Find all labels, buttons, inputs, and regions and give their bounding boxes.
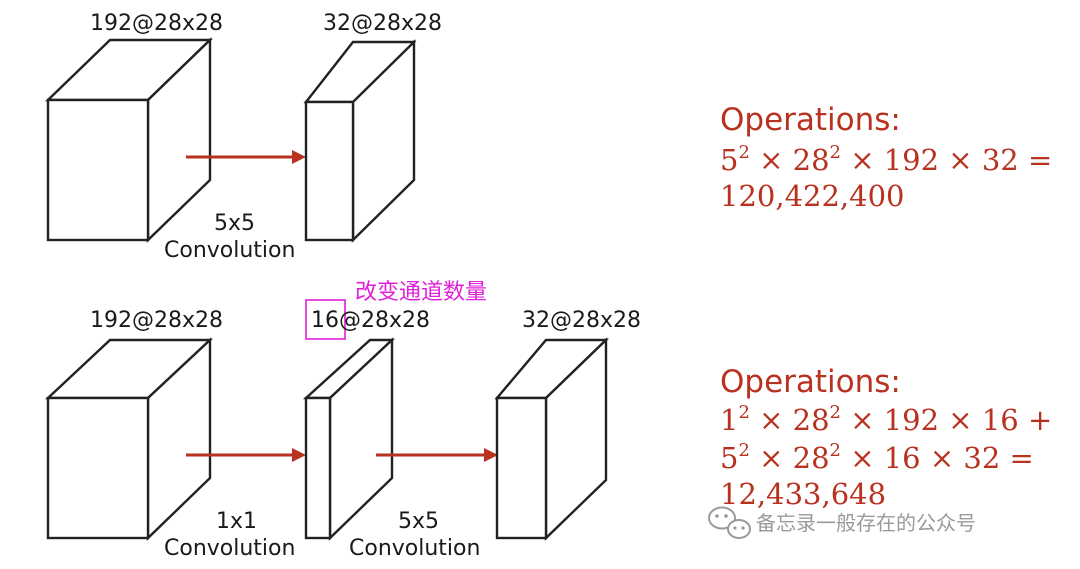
bottom-conv1-word: Convolution (164, 536, 295, 561)
bottom-formula1-exp2: 2 (830, 402, 841, 423)
bottom-formula1-exp1: 2 (738, 402, 749, 423)
annotation-text: 改变通道数量 (355, 280, 487, 305)
bottom-middle-label-suffix: @28x28 (339, 308, 430, 333)
bottom-formula1-base1: 1 (720, 403, 738, 437)
wechat-icon (708, 506, 751, 539)
bottom-operations-title: Operations: (720, 364, 901, 400)
bottom-output-label: 32@28x28 (522, 308, 641, 333)
bottom-formula1-mid1: × 28 (750, 403, 830, 437)
top-operations-title: Operations: (720, 102, 901, 138)
bottom-formula2-mid1: × 28 (750, 441, 830, 475)
bottom-formula2-base1: 5 (720, 441, 738, 475)
top-operations-result: 120,422,400 (720, 179, 905, 213)
top-operations: Operations: 52 × 282 × 192 × 32 = 120,42… (720, 102, 1052, 213)
top-output-label: 32@28x28 (323, 11, 442, 36)
bottom-diagram: 192@28x28 改变通道数量 16@28x28 32@28x28 1x (44, 280, 641, 561)
bottom-conv2-word: Convolution (349, 536, 480, 561)
bottom-input-block (44, 337, 214, 541)
top-input-block (45, 37, 213, 243)
bottom-operations-formula-2: 52 × 282 × 16 × 32 = (720, 440, 1034, 475)
top-operations-formula: 52 × 282 × 192 × 32 = (720, 142, 1052, 177)
bottom-middle-label-prefix: 16 (311, 308, 339, 333)
annotation-highlight-box (305, 299, 346, 340)
top-conv-kernel: 5x5 (214, 211, 255, 236)
top-formula-mid1: × 28 (750, 143, 830, 177)
bottom-formula2-exp1: 2 (738, 440, 749, 461)
top-formula-exp2: 2 (830, 142, 841, 163)
bottom-arrow-1 (186, 448, 306, 462)
bottom-output-block (494, 337, 609, 541)
bottom-operations: Operations: 12 × 282 × 192 × 16 + 52 × 2… (720, 364, 1052, 511)
top-diagram: 192@28x28 32@28x28 5x5 Convolution (45, 11, 442, 263)
top-formula-base1: 5 (720, 143, 738, 177)
top-input-label: 192@28x28 (90, 11, 223, 36)
top-output-block (303, 39, 417, 243)
top-conv-word: Convolution (164, 238, 295, 263)
bottom-middle-label: 16@28x28 (311, 308, 430, 333)
bottom-input-label: 192@28x28 (90, 308, 223, 333)
watermark-text: 备忘录一般存在的公众号 (756, 511, 976, 535)
watermark: 备忘录一般存在的公众号 (708, 506, 976, 539)
top-formula-rest: × 192 × 32 = (841, 143, 1052, 177)
bottom-operations-result: 12,433,648 (720, 477, 886, 511)
bottom-formula2-exp2: 2 (830, 440, 841, 461)
bottom-formula1-rest: × 192 × 16 + (841, 403, 1052, 437)
top-arrow (186, 150, 306, 164)
bottom-arrow-2 (376, 448, 498, 462)
bottom-conv1-kernel: 1x1 (216, 509, 257, 534)
bottom-operations-formula-1: 12 × 282 × 192 × 16 + (720, 402, 1052, 437)
bottom-middle-block (302, 337, 396, 541)
bottom-formula2-rest: × 16 × 32 = (841, 441, 1034, 475)
top-formula-exp1: 2 (738, 142, 749, 163)
bottom-conv2-kernel: 5x5 (398, 509, 439, 534)
